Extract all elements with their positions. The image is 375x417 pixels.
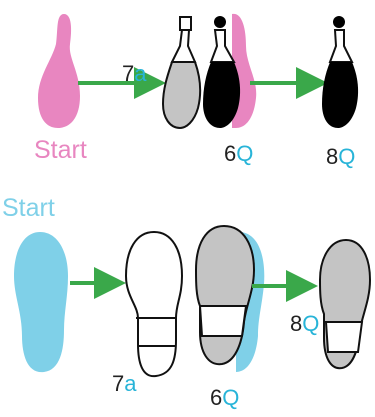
bottom-step-8q-letter: Q [302,311,319,336]
top-step-7a-letter: a [134,61,146,86]
bottom-step-7a-number: 7 [112,371,124,396]
top-step-label-7a: 7a [122,62,147,86]
top-shoe-8q [322,16,358,128]
bottom-step-7a-letter: a [124,371,136,396]
bottom-shoe-8q [320,240,370,368]
bottom-step-label-6q: 6Q [210,386,239,410]
bottom-start-shoe [14,232,68,372]
top-step-6q-letter: Q [236,141,253,166]
top-step-7a-number: 7 [122,61,134,86]
top-start-label: Start [34,138,87,162]
top-step-8q-number: 8 [326,144,338,169]
bottom-shoe-7a [126,232,182,376]
top-step-label-6q: 6Q [224,142,253,166]
bottom-step-label-7a: 7a [112,372,137,396]
bottom-step-6q-number: 6 [210,385,222,410]
top-step-6q-number: 6 [224,141,236,166]
top-step-8q-letter: Q [338,144,355,169]
top-step-label-8q: 8Q [326,145,355,169]
bottom-step-8q-number: 8 [290,311,302,336]
bottom-step-6q-letter: Q [222,385,239,410]
top-start-shoe [38,14,80,128]
top-shoe-7a [163,17,200,128]
bottom-start-label: Start [2,196,55,220]
bottom-step-label-8q: 8Q [290,312,319,336]
